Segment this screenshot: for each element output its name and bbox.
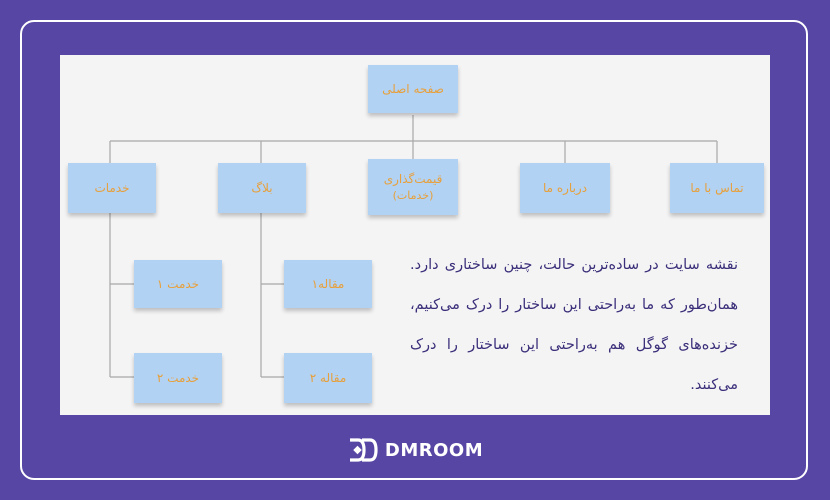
node-pricing: قیمت‌گذاری (خدمات) — [368, 159, 458, 215]
node-home: صفحه اصلی — [368, 65, 458, 113]
node-article-1-label: مقاله۱ — [311, 277, 345, 291]
node-pricing-sublabel: (خدمات) — [392, 188, 434, 202]
sitemap-panel: صفحه اصلی تماس با ما درباره ما قیمت‌گذار… — [60, 55, 770, 415]
node-contact-label: تماس با ما — [690, 181, 744, 195]
node-services: خدمات — [68, 163, 156, 213]
node-services-label: خدمات — [94, 181, 130, 195]
outer-frame — [20, 20, 808, 480]
node-article-2: مقاله ۲ — [284, 353, 372, 403]
node-contact: تماس با ما — [670, 163, 764, 213]
description-text: نقشه سایت در ساده‌ترین حالت، چنین ساختار… — [410, 257, 738, 393]
node-service-1: خدمت ۱ — [134, 260, 222, 308]
node-service-2: خدمت ۲ — [134, 353, 222, 403]
brand-footer: DMROOM — [0, 436, 830, 464]
node-pricing-label: قیمت‌گذاری — [383, 171, 443, 186]
node-article-1: مقاله۱ — [284, 260, 372, 308]
node-article-2-label: مقاله ۲ — [309, 371, 347, 385]
node-home-label: صفحه اصلی — [382, 82, 444, 96]
node-service-2-label: خدمت ۲ — [156, 371, 200, 385]
node-about: درباره ما — [520, 163, 610, 213]
node-about-label: درباره ما — [542, 181, 588, 195]
node-blog-label: بلاگ — [251, 181, 273, 195]
node-service-1-label: خدمت ۱ — [156, 277, 200, 291]
brand-name: DMROOM — [384, 439, 484, 461]
dmroom-logo-icon — [349, 438, 378, 462]
node-blog: بلاگ — [218, 163, 306, 213]
tree-connectors — [109, 115, 718, 378]
